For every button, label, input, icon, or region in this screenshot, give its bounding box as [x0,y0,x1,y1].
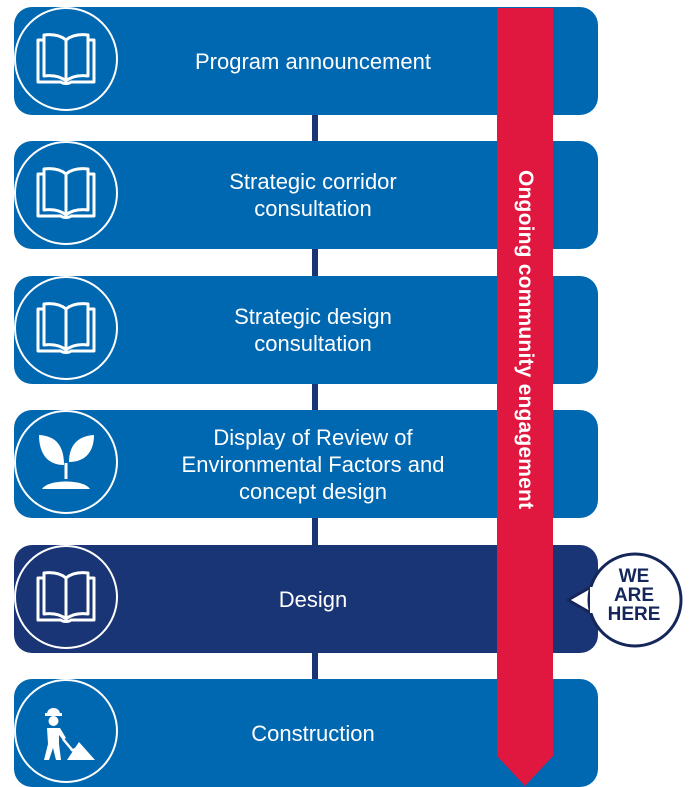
stage-label: Strategic corridor consultation [229,169,397,221]
book-icon [36,33,96,85]
book-icon [36,302,96,354]
stage-icon-circle [14,276,118,380]
badge-label: WE ARE HERE [607,566,661,625]
stage-label: Construction [251,720,375,746]
book-icon [36,571,96,623]
stage-icon-circle [14,7,118,111]
ongoing-engagement-banner [497,8,553,786]
stage-label: Display of Review of Environmental Facto… [181,424,445,504]
stage-label: Program announcement [194,48,432,74]
stage-label: Strategic design consultation [234,304,392,356]
stage-icon-circle [14,545,118,649]
we-are-here-badge [566,552,683,648]
book-icon [36,167,96,219]
stage-icon-circle [14,410,118,514]
stage-icon-circle [14,141,118,245]
worker-icon [44,708,95,760]
timeline-connector [312,100,318,690]
banner-label: Ongoing community engagement [514,170,537,510]
stage-label: Design [278,586,348,612]
stage-icon-circle [14,679,118,783]
plant-icon [39,435,94,489]
